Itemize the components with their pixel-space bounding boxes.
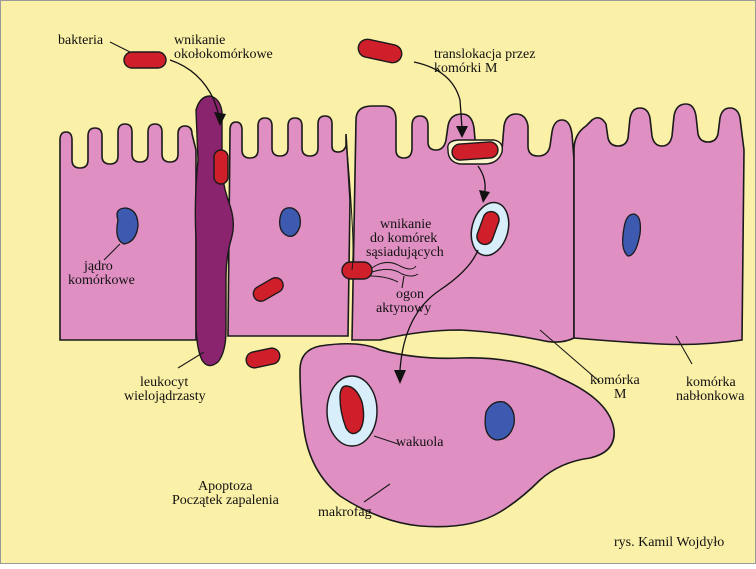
label-nucleus-line1: jądro: [83, 259, 113, 274]
bacterium-m-cell-entry: [448, 140, 503, 164]
label-macrophage: makrofag: [318, 505, 372, 520]
label-cell-to-cell-line3: sąsiadujących: [366, 245, 444, 260]
label-m-cell-line1: komórka: [590, 373, 641, 388]
label-apoptosis-line1: Apoptoza: [198, 479, 253, 494]
label-paracellular-line1: wnikanie: [174, 33, 225, 48]
nucleus-second: [280, 208, 301, 237]
bacterium-paracellular: [214, 150, 228, 184]
label-nucleus-line2: komórkowe: [68, 273, 135, 288]
label-m-cell-line2: M: [614, 387, 627, 402]
label-epithelial-line2: nabłonkowa: [676, 389, 745, 404]
credit-text: rys. Kamil Wojdyło: [614, 535, 724, 550]
label-cell-to-cell-line2: do komórek: [370, 231, 437, 246]
label-apoptosis-line2: Początek zapalenia: [172, 493, 280, 508]
label-actin-tail-line2: aktynowy: [376, 301, 431, 316]
label-cell-to-cell-line1: wnikanie: [380, 217, 431, 232]
label-bacteria: bakteria: [58, 33, 104, 48]
label-leukocyte-line2: wielojądrzasty: [124, 389, 206, 404]
label-paracellular-line2: okołokomórkowe: [174, 47, 273, 62]
label-translocation-line2: komórki M: [434, 61, 498, 76]
label-vacuole: wakuola: [396, 435, 444, 450]
label-leukocyte-line1: leukocyt: [140, 375, 188, 390]
bacterium-top-left: [124, 52, 166, 68]
label-epithelial-line1: komórka: [686, 375, 737, 390]
label-actin-tail-line1: ogon: [396, 287, 424, 302]
label-translocation-line1: translokacja przez: [434, 47, 535, 62]
bacterium-cell-to-cell: [342, 262, 372, 279]
macrophage-nucleus: [485, 402, 514, 440]
